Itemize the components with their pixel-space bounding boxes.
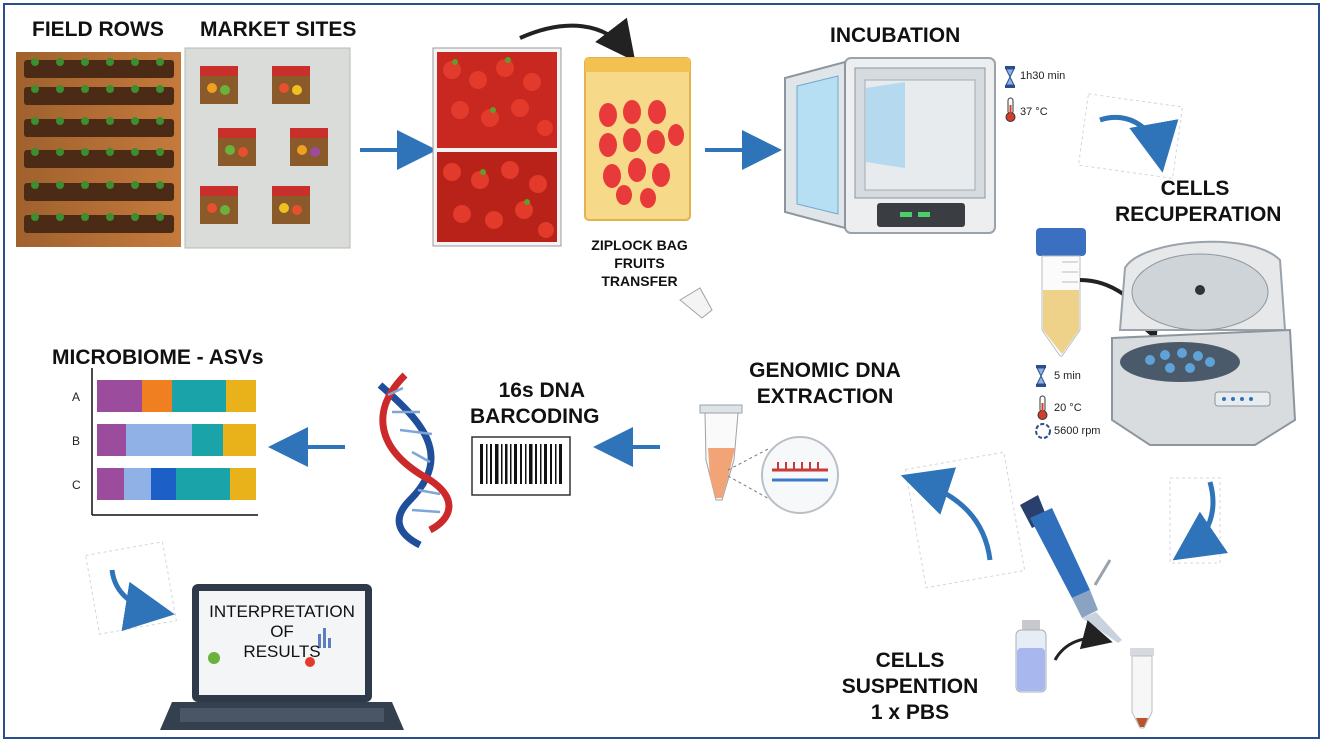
arrow-pbs-to-tube <box>1053 620 1113 661</box>
cells-susp-line3: 1 x PBS <box>870 701 950 724</box>
cells-suspension-label: CELLS SUSPENTION 1 x PBS <box>840 648 980 726</box>
field-rows-image <box>16 52 181 247</box>
thermometer-icon <box>1005 97 1016 122</box>
row-label-b: B <box>72 434 81 448</box>
ziplock-label-line2: FRUITS <box>614 255 665 271</box>
cells-susp-line1: CELLS <box>875 649 945 672</box>
genomic-line2: EXTRACTION <box>756 385 894 408</box>
arrow-to-laptop <box>109 569 175 632</box>
hourglass-icon <box>1005 66 1015 88</box>
centrifuge-time: 5 min <box>1054 370 1081 382</box>
cells-rec-line2: RECUPERATION <box>1115 203 1282 226</box>
centrifuge-speed: 5600 rpm <box>1054 425 1101 437</box>
ziplock-bag-icon <box>584 57 691 221</box>
incubation-temp: 37 °C <box>1020 106 1048 118</box>
row-label-a: A <box>72 390 81 404</box>
field-rows-label: FIELD ROWS <box>32 18 164 41</box>
genomic-dna-label: GENOMIC DNA EXTRACTION <box>730 358 920 410</box>
genomic-line1: GENOMIC DNA <box>749 359 901 382</box>
barcoding-line2: BARCODING <box>470 405 600 428</box>
cells-rec-line1: CELLS <box>1160 177 1230 200</box>
laptop-line2: OF <box>270 622 294 641</box>
bar-c <box>97 468 256 500</box>
barcoding-label: 16s DNA BARCODING <box>470 378 600 430</box>
centrifuge-temp: 20 °C <box>1054 402 1082 414</box>
incubation-time: 1h30 min <box>1020 70 1066 82</box>
barcoding-line1: 16s DNA <box>498 379 585 402</box>
falcon-tube-icon <box>1036 228 1086 357</box>
barcode-icon <box>471 436 571 496</box>
market-sites-label: MARKET SITES <box>200 18 357 41</box>
laptop-screen-text: INTERPRETATION OF RESULTS <box>197 602 367 662</box>
arrow-to-recuperation <box>1099 114 1179 173</box>
sample-tube-icon <box>1130 648 1154 729</box>
row-label-c: C <box>72 478 81 492</box>
ziplock-label: ZIPLOCK BAG FRUITS TRANSFER <box>582 236 697 290</box>
incubator-icon <box>784 57 996 234</box>
bar-a <box>97 380 256 412</box>
thermometer-icon-centrifuge <box>1037 395 1048 420</box>
eppendorf-tube-icon <box>679 287 743 501</box>
dna-helix-icon <box>377 372 453 549</box>
arrow-into-bag <box>519 17 636 62</box>
microbiome-label: MICROBIOME - ASVs <box>52 346 264 369</box>
hourglass-icon-centrifuge <box>1036 365 1046 387</box>
rotation-icon <box>1035 423 1051 439</box>
arrow-to-suspension <box>1172 481 1229 561</box>
cells-susp-line2: SUSPENTION <box>841 675 979 698</box>
laptop-line3: RESULTS <box>243 642 321 661</box>
pbs-bottle-icon <box>1015 620 1047 693</box>
arrow-to-extraction <box>900 467 993 561</box>
centrifuge-icon <box>1111 240 1297 446</box>
ziplock-label-line1: ZIPLOCK BAG <box>591 237 688 253</box>
laptop-line1: INTERPRETATION <box>209 602 355 621</box>
ziplock-label-line3: TRANSFER <box>601 273 678 289</box>
bar-b <box>97 424 256 456</box>
asv-bar-chart <box>91 368 258 516</box>
laptop-icon <box>160 584 404 730</box>
strawberries-photo <box>432 47 562 247</box>
market-sites-image <box>184 47 351 249</box>
cells-recuperation-label: CELLS RECUPERATION <box>1115 176 1282 228</box>
dna-zoom-circle <box>761 436 839 514</box>
incubation-label: INCUBATION <box>830 24 961 47</box>
